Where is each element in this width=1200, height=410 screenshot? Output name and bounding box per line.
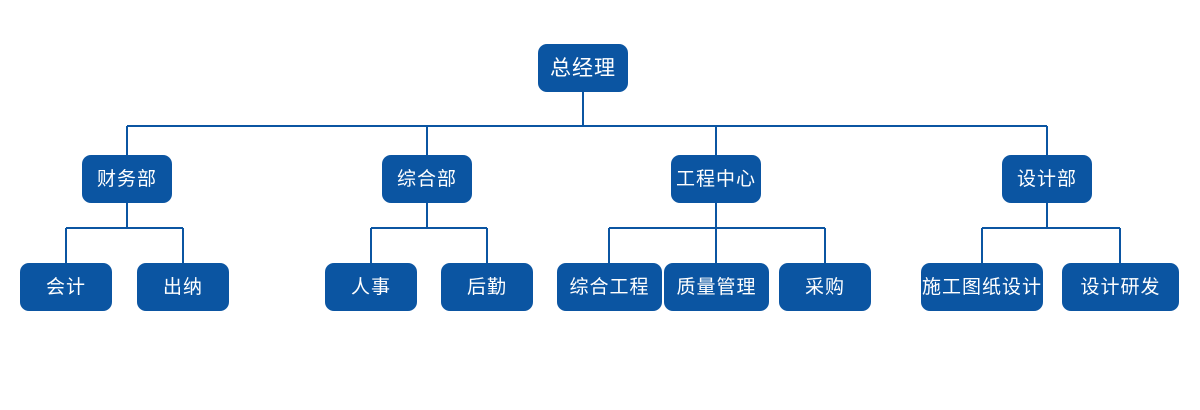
org-node-label: 人事	[350, 276, 391, 298]
org-node-n2[interactable]: 综合部	[382, 155, 472, 203]
org-node-label: 综合工程	[569, 276, 650, 298]
org-node-label: 后勤	[466, 276, 507, 298]
org-node-n1a[interactable]: 会计	[20, 263, 112, 311]
org-node-n2b[interactable]: 后勤	[441, 263, 533, 311]
org-node-label: 采购	[804, 276, 845, 298]
org-node-label: 施工图纸设计	[921, 276, 1042, 298]
org-node-label: 总经理	[550, 56, 616, 80]
org-node-n3c[interactable]: 采购	[779, 263, 871, 311]
org-node-label: 会计	[45, 276, 86, 298]
org-node-n3[interactable]: 工程中心	[671, 155, 761, 203]
org-node-n3a[interactable]: 综合工程	[557, 263, 662, 311]
org-node-n4[interactable]: 设计部	[1002, 155, 1092, 203]
org-node-label: 设计部	[1016, 168, 1077, 190]
org-node-label: 综合部	[396, 168, 457, 190]
org-node-label: 设计研发	[1080, 276, 1161, 298]
org-node-label: 质量管理	[676, 276, 757, 298]
org-node-label: 出纳	[162, 276, 203, 298]
org-node-n1[interactable]: 财务部	[82, 155, 172, 203]
org-node-n3b[interactable]: 质量管理	[664, 263, 769, 311]
org-node-label: 财务部	[96, 168, 157, 190]
org-node-n0[interactable]: 总经理	[538, 44, 628, 92]
org-node-n4b[interactable]: 设计研发	[1062, 263, 1179, 311]
org-node-n4a[interactable]: 施工图纸设计	[921, 263, 1043, 311]
org-node-n1b[interactable]: 出纳	[137, 263, 229, 311]
org-node-n2a[interactable]: 人事	[325, 263, 417, 311]
org-node-label: 工程中心	[675, 168, 756, 190]
